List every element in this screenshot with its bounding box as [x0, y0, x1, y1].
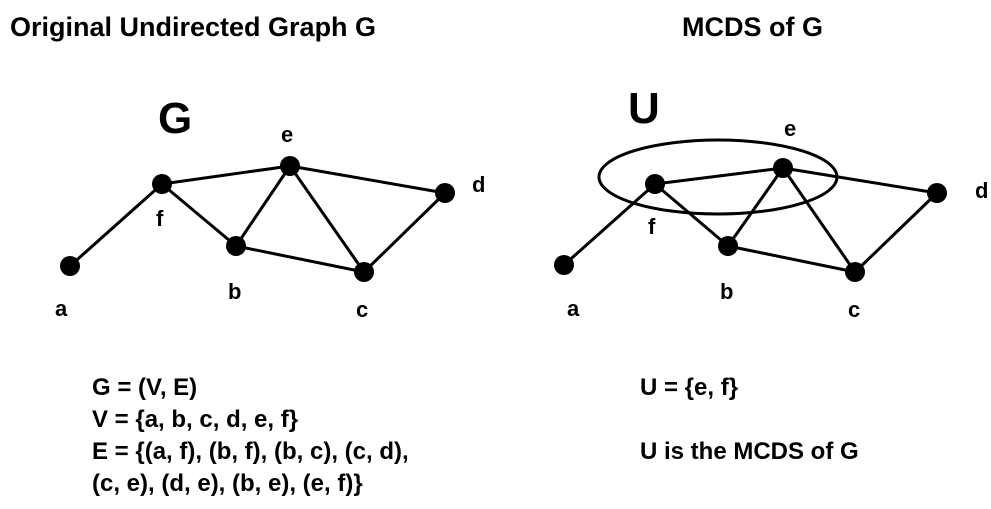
node-a	[554, 255, 574, 275]
edge-b-e	[726, 167, 785, 247]
graph-u: U a b c d e f	[554, 84, 988, 322]
node-e	[773, 158, 793, 178]
edge-b-c	[235, 244, 365, 274]
node-label-a: a	[567, 296, 580, 321]
edge-d-e	[782, 166, 938, 195]
node-label-a: a	[55, 296, 68, 321]
graph-g-nodes	[60, 156, 455, 282]
definition-line: V = {a, b, c, d, e, f}	[92, 406, 299, 433]
edge-e-f	[654, 166, 784, 186]
edge-d-e	[289, 164, 446, 195]
edge-c-d	[853, 191, 939, 274]
edge-c-e	[288, 165, 366, 273]
mcds-ellipse	[597, 138, 839, 216]
node-b	[226, 236, 246, 256]
edge-b-f	[161, 182, 237, 248]
node-label-e: e	[784, 116, 796, 141]
edge-c-d	[362, 191, 447, 274]
graph-u-nodes	[554, 158, 947, 282]
node-label-c: c	[356, 297, 368, 322]
edge-a-f	[69, 182, 163, 268]
edge-a-f	[563, 182, 656, 267]
left-title: Original Undirected Graph G	[10, 12, 377, 42]
node-d	[435, 183, 455, 203]
mcds-definition: U = {e, f} U is the MCDS of G	[640, 372, 859, 468]
graph-g: G a b c d e f	[55, 94, 485, 322]
mcds-set: U = {e, f}	[640, 374, 739, 401]
node-label-e: e	[281, 122, 293, 147]
node-label-f: f	[648, 214, 656, 239]
edge-c-e	[781, 167, 857, 273]
node-f	[152, 174, 172, 194]
spacer	[640, 404, 859, 436]
right-title: MCDS of G	[682, 12, 823, 42]
node-c	[845, 262, 865, 282]
node-label-b: b	[720, 279, 733, 304]
graph-g-edges	[69, 164, 447, 274]
node-e	[280, 156, 300, 176]
definition-line: G = (V, E)	[92, 374, 198, 401]
node-c	[354, 262, 374, 282]
definition-line: E = {(a, f), (b, f), (b, c), (c, d),	[92, 438, 409, 465]
graph-u-label: U	[628, 84, 660, 133]
node-label-d: d	[472, 172, 485, 197]
node-f	[645, 174, 665, 194]
node-label-b: b	[228, 279, 241, 304]
edge-b-f	[654, 182, 729, 248]
node-label-c: c	[848, 297, 860, 322]
edge-e-f	[161, 164, 291, 186]
graph-g-label: G	[158, 94, 192, 143]
node-d	[927, 183, 947, 203]
graph-definition: G = (V, E) V = {a, b, c, d, e, f} E = {(…	[92, 372, 409, 500]
definition-line: (c, e), (d, e), (b, e), (e, f)}	[92, 470, 363, 497]
node-b	[718, 236, 738, 256]
mcds-statement: U is the MCDS of G	[640, 438, 859, 465]
edge-b-e	[234, 165, 292, 247]
edge-b-c	[727, 244, 856, 274]
node-a	[60, 256, 80, 276]
node-label-f: f	[156, 206, 164, 231]
graph-u-edges	[563, 166, 939, 274]
node-label-d: d	[975, 178, 988, 203]
